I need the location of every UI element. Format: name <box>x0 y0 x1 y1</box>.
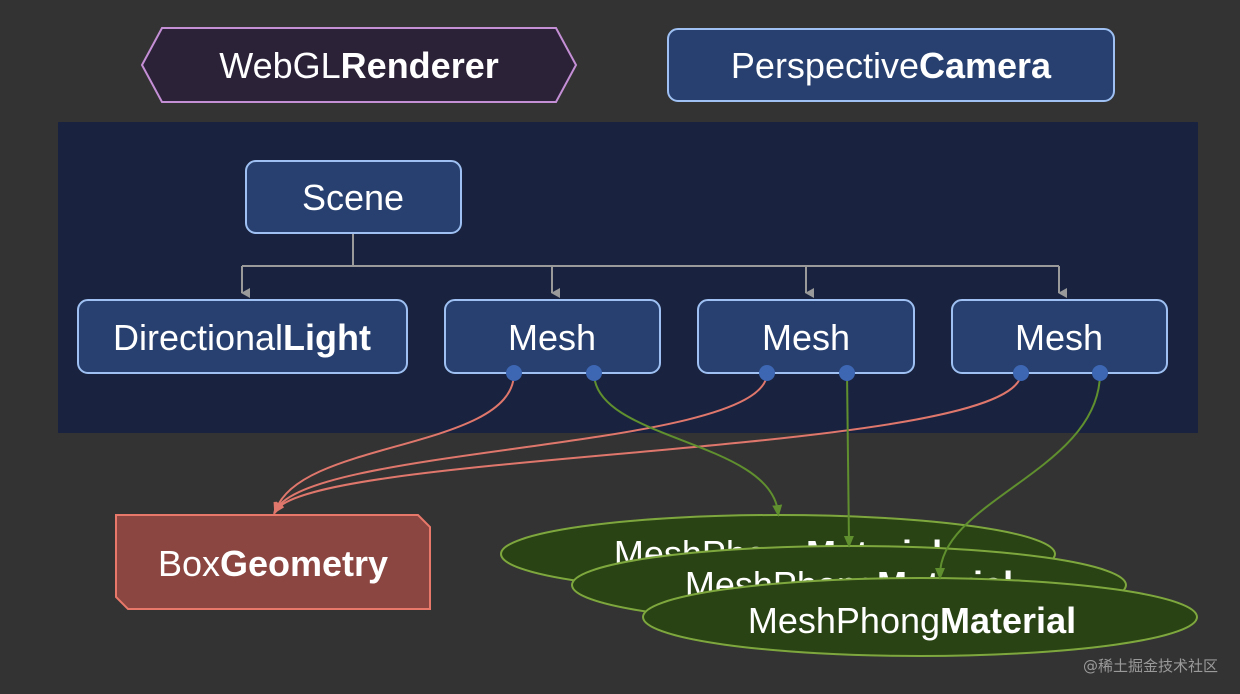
material-label-3-prefix: MeshPhong <box>748 600 940 641</box>
port-mesh2-geometry <box>759 365 775 381</box>
geometry-label-prefix: Box <box>158 543 220 584</box>
light-label-bold: Light <box>283 317 371 358</box>
material-link-2 <box>843 372 854 548</box>
camera-label: PerspectiveCamera <box>731 45 1052 86</box>
mesh-node-2[interactable]: Mesh <box>697 299 915 374</box>
material-label-3: MeshPhongMaterial <box>748 600 1076 641</box>
material-node-3[interactable]: MeshPhongMaterial <box>642 577 1198 657</box>
mesh-label-3: Mesh <box>1015 317 1103 358</box>
mesh-node-3[interactable]: Mesh <box>951 299 1168 374</box>
scene-label: Scene <box>302 177 404 218</box>
geometry-label-bold: Geometry <box>220 543 388 584</box>
material-link-3 <box>935 372 1101 580</box>
port-mesh3-geometry <box>1013 365 1029 381</box>
geometry-link-1 <box>273 372 515 515</box>
geometry-node[interactable]: BoxGeometry <box>115 514 431 610</box>
scene-tree-links <box>241 233 1067 298</box>
renderer-label-bold: Renderer <box>341 45 499 86</box>
geometry-link-3 <box>273 372 1022 515</box>
camera-label-prefix: Perspective <box>731 45 919 86</box>
port-mesh2-material <box>839 365 855 381</box>
camera-label-bold: Camera <box>919 45 1052 86</box>
light-label: DirectionalLight <box>113 317 371 358</box>
renderer-node[interactable]: WebGLRenderer <box>140 27 578 103</box>
material-links <box>593 372 1101 580</box>
mesh-node-1[interactable]: Mesh <box>444 299 661 374</box>
port-mesh1-geometry <box>506 365 522 381</box>
material-link-1 <box>593 372 783 517</box>
light-label-prefix: Directional <box>113 317 283 358</box>
renderer-label-prefix: WebGL <box>219 45 340 86</box>
port-mesh1-material <box>586 365 602 381</box>
geometry-label: BoxGeometry <box>158 543 388 584</box>
light-node[interactable]: DirectionalLight <box>77 299 408 374</box>
renderer-label: WebGLRenderer <box>219 45 498 86</box>
mesh-label-1: Mesh <box>508 317 596 358</box>
mesh-ports <box>506 365 1108 381</box>
camera-node[interactable]: PerspectiveCamera <box>667 28 1115 102</box>
mesh-label-2: Mesh <box>762 317 850 358</box>
scene-node[interactable]: Scene <box>245 160 462 234</box>
geometry-link-2 <box>273 372 768 515</box>
geometry-links <box>273 372 1022 515</box>
watermark-text: @稀土掘金技术社区 <box>1082 657 1218 675</box>
material-label-3-bold: Material <box>940 600 1076 641</box>
port-mesh3-material <box>1092 365 1108 381</box>
scene-panel <box>58 122 1198 433</box>
